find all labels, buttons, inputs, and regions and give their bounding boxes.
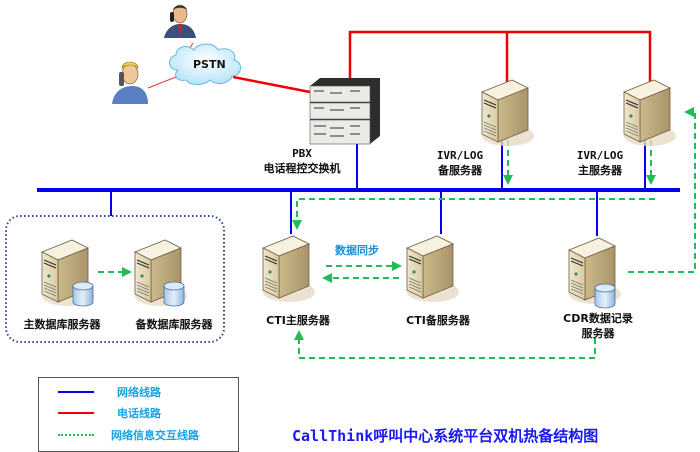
db-main-label: 主数据库服务器	[23, 318, 101, 331]
caller-person-top-icon	[164, 4, 196, 38]
legend: 网络线路 电话线路 网络信息交互线路	[38, 377, 239, 452]
db-backup-label: 备数据库服务器	[135, 318, 213, 331]
cdr-label-line1: CDR数据记录	[563, 312, 633, 325]
legend-item-phone: 电话线路	[39, 403, 238, 423]
cdr-cylinder-icon	[594, 283, 616, 309]
info-cdr-to-ivr-main	[628, 107, 696, 273]
info-ivr-to-cti-main	[292, 198, 655, 230]
phone-line-person2	[147, 76, 177, 89]
info-cdr-to-cti-main	[294, 330, 596, 359]
legend-label-phone: 电话线路	[117, 407, 161, 420]
legend-swatch-network	[58, 391, 94, 393]
cti-backup-server-icon	[406, 235, 460, 303]
cdr-label: CDR数据记录 服务器	[550, 311, 646, 341]
cti-main-label: CTI主服务器	[266, 314, 330, 327]
pstn-cloud	[169, 43, 241, 85]
info-lines	[98, 107, 696, 359]
ivr-main-label-line1: IVR/LOG	[576, 149, 624, 162]
legend-swatch-phone	[58, 412, 94, 414]
cti-main-server-icon	[262, 235, 316, 303]
diagram-title: CallThink呼叫中心系统平台双机热备结构图	[292, 427, 599, 445]
ivr-backup-label-line1: IVR/LOG	[436, 149, 484, 162]
ivr-main-server-icon	[623, 79, 677, 147]
db-cluster-box	[5, 215, 225, 343]
ivr-main-label-line2: 主服务器	[578, 164, 622, 177]
pbx-device-icon	[309, 78, 380, 145]
data-sync-label: 数据同步	[335, 244, 379, 257]
caller-person-left-icon	[112, 61, 148, 104]
legend-item-info: 网络信息交互线路	[39, 425, 238, 445]
ivr-backup-label-line2: 备服务器	[438, 164, 482, 177]
phone-lines	[147, 30, 652, 94]
legend-label-network: 网络线路	[117, 386, 161, 399]
legend-item-network: 网络线路	[39, 382, 238, 402]
legend-swatch-info	[58, 434, 94, 436]
cti-backup-label: CTI备服务器	[406, 314, 470, 327]
pbx-label-line2: 电话程控交换机	[263, 162, 341, 175]
pbx-label: PBX 电话程控交换机	[250, 146, 354, 176]
ivr-backup-server-icon	[481, 79, 535, 147]
pstn-label: PSTN	[193, 58, 226, 71]
cdr-label-line2: 服务器	[581, 327, 615, 340]
legend-label-info: 网络信息交互线路	[111, 429, 199, 442]
db-main-cylinder-icon	[72, 281, 94, 307]
phone-line-pbx-ivr-main	[348, 30, 652, 83]
db-backup-cylinder-icon	[163, 281, 185, 307]
phone-line-pstn-pbx	[232, 75, 311, 94]
ivr-main-label: IVR/LOG 主服务器	[560, 148, 640, 178]
ivr-backup-label: IVR/LOG 备服务器	[420, 148, 500, 178]
network-lines	[37, 140, 680, 236]
pbx-label-line1: PBX	[292, 147, 312, 160]
